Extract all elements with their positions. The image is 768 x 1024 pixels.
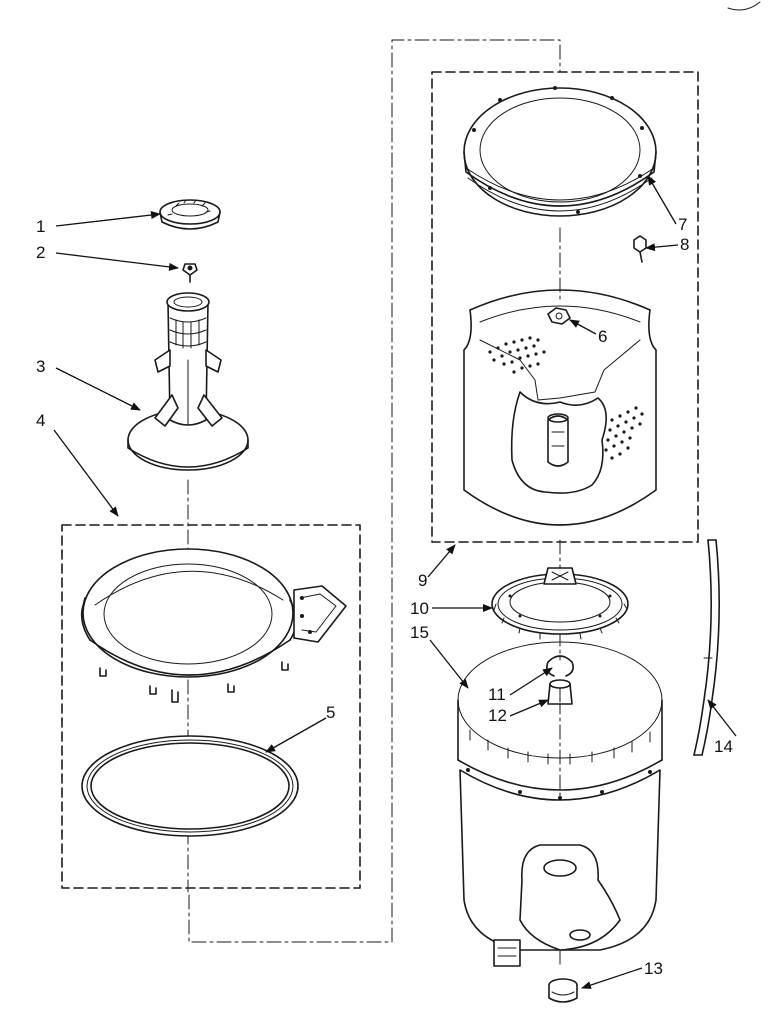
bolt-part <box>182 263 198 283</box>
hose-part <box>693 539 720 756</box>
callout-6: 6 <box>598 327 607 346</box>
callout-2: 2 <box>36 243 45 262</box>
screw-part <box>633 235 647 263</box>
corner-mark <box>727 1 761 11</box>
callout-7: 7 <box>678 215 687 234</box>
callout-12: 12 <box>488 706 507 725</box>
callout-5: 5 <box>326 703 335 722</box>
hub-part <box>547 679 573 705</box>
inner-basket-part <box>463 289 657 526</box>
assembly-9-box <box>431 71 699 543</box>
callout-8: 8 <box>680 235 689 254</box>
outer-tub-part <box>457 641 663 967</box>
callout-1: 1 <box>36 217 45 236</box>
drive-plate-part <box>491 567 629 642</box>
callout-10: 10 <box>410 599 429 618</box>
callout-arrows <box>53 175 737 989</box>
callout-3: 3 <box>36 357 45 376</box>
gasket-ring-part <box>81 735 299 837</box>
assembly-4-box <box>61 524 361 889</box>
callout-4: 4 <box>36 411 45 430</box>
agitator-cap-part <box>159 199 221 230</box>
splash-ring-part <box>80 548 347 703</box>
callout-13: 13 <box>644 959 663 978</box>
balance-ring-part <box>463 86 657 217</box>
callout-15: 15 <box>410 623 429 642</box>
callout-9: 9 <box>418 571 427 590</box>
drain-cap-part <box>548 978 578 1003</box>
basket-holes-left <box>488 336 546 374</box>
basket-holes-right <box>604 406 644 460</box>
nut-part <box>547 307 571 325</box>
agitator-part <box>127 292 249 471</box>
callout-11: 11 <box>488 685 506 704</box>
callout-14: 14 <box>714 737 733 756</box>
